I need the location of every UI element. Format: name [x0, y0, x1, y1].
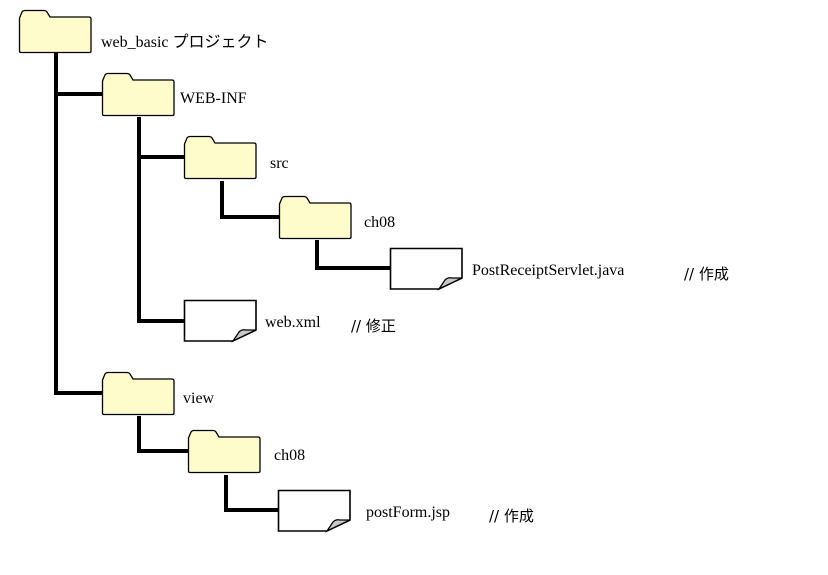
node-label-src: src: [270, 155, 289, 172]
node-label-postform: postForm.jsp: [366, 504, 451, 521]
node-comment-webxml: // 修正: [351, 317, 396, 335]
node-label-servlet: PostReceiptServlet.java: [472, 262, 625, 279]
connector-root-webinf: [54, 53, 102, 96]
node-comment-postform: // 作成: [489, 507, 534, 525]
connector-webinf-src: [137, 117, 184, 159]
node-label-root: web_basic プロジェクト: [101, 34, 269, 51]
node-label-webxml: web.xml: [265, 314, 321, 331]
folder-icon: [278, 195, 352, 240]
node-label-web-inf: WEB-INF: [180, 90, 247, 107]
connector-view-ch08: [137, 416, 188, 453]
node-label-view-ch08: ch08: [274, 447, 306, 464]
folder-icon: [187, 429, 261, 474]
folder-icon: [183, 135, 257, 180]
file-icon: [183, 299, 257, 343]
node-label-src-ch08: ch08: [364, 214, 396, 231]
folder-icon: [101, 72, 175, 117]
node-label-view: view: [183, 390, 215, 407]
file-icon: [389, 247, 463, 291]
connector-src-ch08: [220, 181, 279, 219]
connector-ch08-postform: [224, 475, 278, 512]
tree-connectors: [54, 53, 390, 512]
folder-icon: [101, 371, 175, 416]
connector-webinf-webxml: [137, 153, 184, 323]
folder-icon: [18, 9, 92, 54]
connector-root-view: [54, 90, 102, 395]
connector-ch08-servlet: [315, 240, 390, 270]
file-icon: [277, 489, 351, 533]
node-comment-servlet: // 作成: [684, 265, 729, 283]
